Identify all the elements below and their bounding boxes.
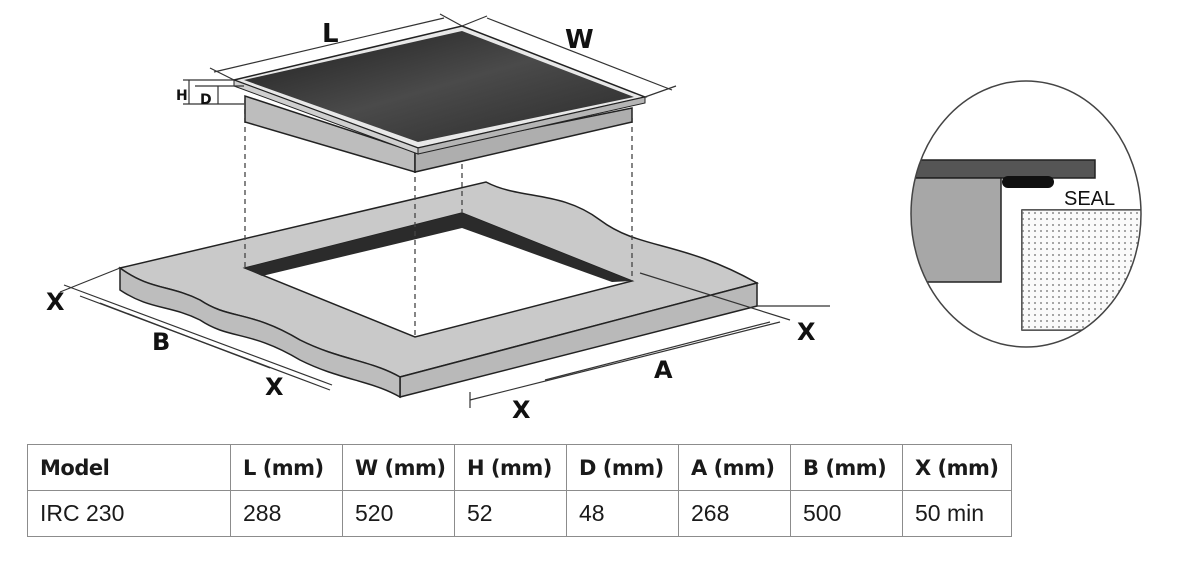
cell-model: IRC 230 bbox=[27, 490, 231, 537]
label-b: B bbox=[152, 328, 170, 356]
cell-a: 268 bbox=[678, 490, 791, 537]
cell-x: 50 min bbox=[902, 490, 1012, 537]
label-h: H bbox=[176, 88, 188, 104]
countertop bbox=[118, 181, 759, 399]
cell-w: 520 bbox=[342, 490, 455, 537]
dimension-labels: L W H D X B X X A X bbox=[46, 19, 816, 424]
dimension-lines bbox=[59, 13, 830, 408]
label-l: L bbox=[322, 19, 339, 49]
installation-diagram: L W H D X B X X A X SEAL bbox=[46, 13, 1142, 424]
table-row: IRC 230 288 520 52 48 268 500 50 min bbox=[27, 490, 1012, 537]
label-d: D bbox=[200, 92, 212, 108]
header-d: D (mm) bbox=[566, 444, 679, 491]
header-l: L (mm) bbox=[230, 444, 343, 491]
table-header-row: Model L (mm) W (mm) H (mm) D (mm) A (mm)… bbox=[27, 444, 1012, 491]
label-x-bottom-left: X bbox=[265, 373, 284, 401]
label-seal: SEAL bbox=[1064, 188, 1115, 210]
label-w: W bbox=[565, 25, 594, 55]
spec-table: Model L (mm) W (mm) H (mm) D (mm) A (mm)… bbox=[27, 444, 1012, 537]
header-a: A (mm) bbox=[678, 444, 791, 491]
header-w: W (mm) bbox=[342, 444, 455, 491]
header-b: B (mm) bbox=[790, 444, 903, 491]
label-x-bottom: X bbox=[512, 396, 531, 424]
cell-d: 48 bbox=[566, 490, 679, 537]
header-x: X (mm) bbox=[902, 444, 1012, 491]
header-model: Model bbox=[27, 444, 231, 491]
label-x-right: X bbox=[797, 318, 816, 346]
cell-b: 500 bbox=[790, 490, 903, 537]
label-x-left: X bbox=[46, 288, 65, 316]
hob-unit bbox=[231, 25, 648, 174]
cell-l: 288 bbox=[230, 490, 343, 537]
label-a: A bbox=[654, 356, 673, 384]
seal-detail: SEAL bbox=[910, 80, 1142, 348]
projection-lines bbox=[244, 100, 633, 337]
header-h: H (mm) bbox=[454, 444, 567, 491]
cell-h: 52 bbox=[454, 490, 567, 537]
